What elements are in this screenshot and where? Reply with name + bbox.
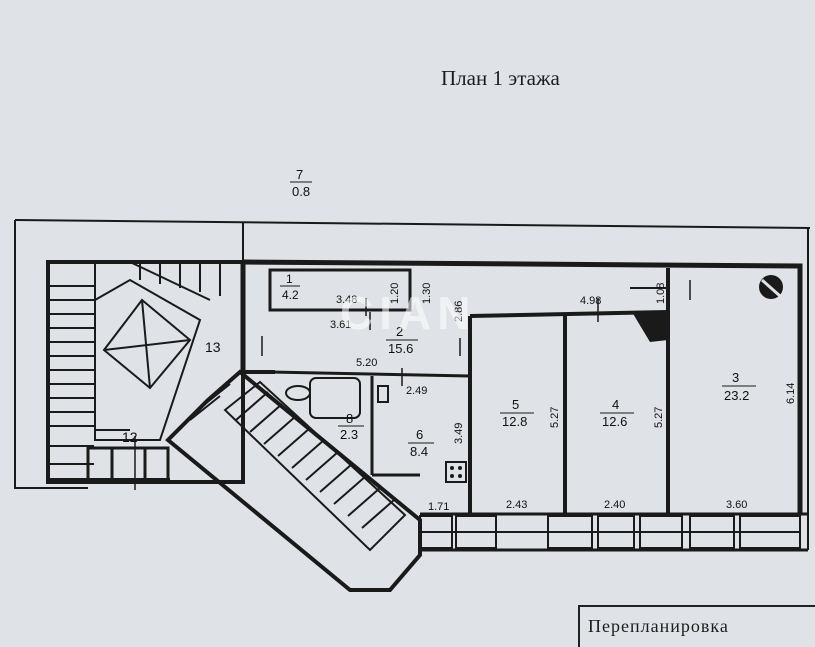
dimension-ticks (134, 280, 691, 490)
dimension-labels: 3.48 1.20 1.30 3.61 2.86 4.98 1.08 5.20 … (330, 283, 797, 513)
room-labels: 7 0.8 1 4.2 2 15.6 3 23.2 4 12.6 5 12.8 … (122, 167, 756, 459)
bottom-note-box (578, 605, 815, 647)
dim-1-20: 1.20 (389, 283, 401, 304)
elevator-shaft (94, 278, 202, 441)
room-7-num: 7 (296, 167, 303, 182)
room-3-num: 3 (732, 370, 739, 385)
entry-block (86, 446, 170, 484)
dim-6-14: 6.14 (785, 383, 797, 404)
room-4-area: 12.6 (602, 414, 627, 429)
dim-2-43: 2.43 (506, 499, 527, 511)
diagonal-stair (165, 369, 422, 592)
dim-3-60: 3.60 (726, 499, 747, 511)
dim-3-49: 3.49 (453, 423, 465, 444)
room-13-num: 13 (205, 339, 221, 355)
room-12-num: 12 (122, 429, 138, 445)
room-8-area: 2.3 (340, 427, 358, 442)
plan-title: План 1 этажа (441, 66, 560, 90)
room-6-area: 8.4 (410, 444, 428, 459)
room-8-num: 8 (346, 411, 353, 426)
room-2-num: 2 (396, 324, 403, 339)
dim-2-49: 2.49 (406, 385, 427, 397)
dim-5-20: 5.20 (356, 357, 377, 369)
dim-5-27-b: 5.27 (653, 407, 665, 428)
appliances (445, 275, 783, 483)
left-stair-treads (50, 264, 221, 465)
floor-plan: План 1 этажа (14, 66, 815, 647)
dim-2-40: 2.40 (604, 499, 625, 511)
room-4-num: 4 (612, 397, 619, 412)
room-6-num: 6 (416, 427, 423, 442)
dim-5-27-a: 5.27 (549, 407, 561, 428)
dim-1-71: 1.71 (428, 501, 449, 513)
plan-drawing: 7 0.8 1 4.2 2 15.6 3 23.2 4 12.6 5 12.8 … (14, 167, 811, 592)
room-3-area: 23.2 (724, 388, 749, 403)
dim-4-98: 4.98 (580, 295, 601, 307)
room-7-area: 0.8 (292, 184, 310, 199)
room-2-area: 15.6 (388, 341, 413, 356)
room-1-area: 4.2 (282, 288, 299, 302)
dim-3-48: 3.48 (336, 294, 357, 306)
dim-3-61: 3.61 (330, 319, 351, 331)
room-1-num: 1 (286, 272, 293, 286)
dim-1-08: 1.08 (655, 283, 667, 304)
windows (419, 515, 801, 549)
room-5-num: 5 (512, 397, 519, 412)
bottom-note: Перепланировка (588, 616, 729, 636)
dim-2-86: 2.86 (453, 301, 465, 322)
dim-1-30: 1.30 (421, 283, 433, 304)
watermark: CIAN (340, 287, 477, 339)
room-5-area: 12.8 (502, 414, 527, 429)
